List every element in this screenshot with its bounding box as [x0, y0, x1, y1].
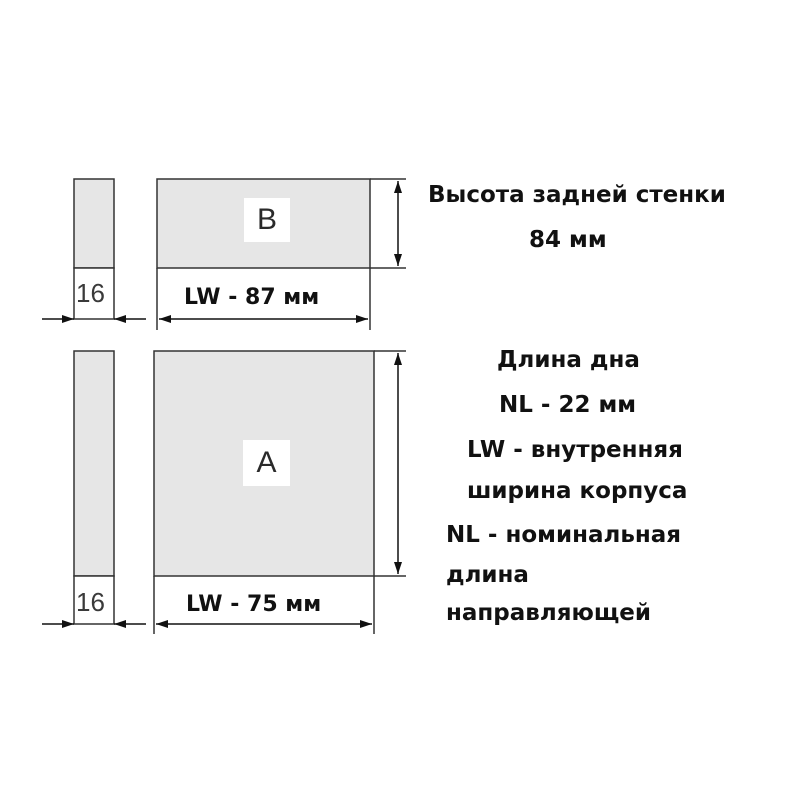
back-wall-height-value: 84 мм [529, 227, 607, 253]
panel-a-label: A [243, 440, 290, 486]
panel-a-width-formula: LW - 75 мм [186, 592, 322, 617]
panel-a-thickness: 16 [76, 587, 105, 617]
nl-definition-line2: длина [446, 562, 529, 588]
bottom-length-title: Длина дна [497, 347, 640, 373]
panel-b-label: B [244, 198, 290, 242]
lw-definition-line1: LW - внутренняя [467, 437, 683, 463]
panel-a-side-view [42, 350, 146, 628]
panel-a-letter: A [256, 446, 277, 479]
back-wall-height-title: Высота задней стенки [428, 182, 726, 208]
panel-b-thickness: 16 [76, 278, 105, 308]
panel-b-letter: B [256, 203, 277, 236]
panel-b-side-view [42, 178, 146, 323]
bottom-length-value: NL - 22 мм [499, 392, 637, 418]
lw-definition-line2: ширина корпуса [467, 478, 688, 504]
panel-b-width-formula: LW - 87 мм [184, 285, 320, 310]
nl-definition-line1: NL - номинальная [446, 522, 682, 548]
nl-definition-line3: направляющей [446, 600, 651, 626]
